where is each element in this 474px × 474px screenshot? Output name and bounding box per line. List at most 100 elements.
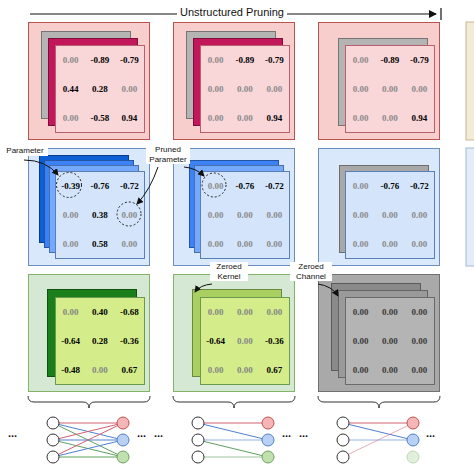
weight-value: 0.58 [85, 229, 114, 258]
next-panel [466, 22, 474, 140]
weight-value: 0.00 [375, 103, 404, 132]
weight-value: 0.00 [405, 298, 434, 327]
ellipsis: ... [137, 427, 146, 439]
weight-value: 0.00 [375, 327, 404, 356]
kernel-panel: -0.39-0.76-0.720.000.380.000.000.580.00 [28, 148, 150, 266]
weight-value: 0.00 [230, 355, 259, 384]
weight-value: 0.00 [346, 103, 375, 132]
weight-value: -0.79 [405, 46, 434, 75]
weight-value: -0.89 [230, 46, 259, 75]
callout-label: Zeroed Channel [290, 262, 332, 281]
weight-value: -0.36 [260, 327, 289, 356]
weight-value: 0.00 [375, 75, 404, 104]
weight-value: 0.00 [85, 355, 114, 384]
weight-value: -0.64 [56, 327, 85, 356]
weight-value: 0.00 [230, 298, 259, 327]
weight-value: 0.67 [260, 355, 289, 384]
weight-value: -0.89 [85, 46, 114, 75]
weight-value: 0.00 [346, 46, 375, 75]
weight-value: -0.72 [405, 172, 434, 201]
weight-value: 0.00 [405, 75, 434, 104]
weight-value: 0.00 [56, 46, 85, 75]
weight-value: 0.94 [115, 103, 144, 132]
weight-value: 0.40 [85, 298, 114, 327]
ellipsis: ... [299, 427, 308, 439]
weight-value: -0.68 [115, 298, 144, 327]
weight-value: 0.00 [201, 355, 230, 384]
callout-label: Zeroed Kernel [210, 262, 248, 281]
kernel-matrix: 0.00-0.76-0.720.000.000.000.000.000.00 [345, 171, 435, 259]
weight-value: -0.79 [115, 46, 144, 75]
weight-value: 0.00 [375, 298, 404, 327]
weight-value: 0.00 [375, 229, 404, 258]
weight-value: -0.64 [201, 327, 230, 356]
weight-value: -0.58 [85, 103, 114, 132]
weight-value: -0.36 [115, 327, 144, 356]
weight-value: 0.94 [405, 103, 434, 132]
weight-value: 0.00 [260, 75, 289, 104]
weight-value: -0.72 [115, 172, 144, 201]
weight-value: 0.00 [405, 355, 434, 384]
weight-value: -0.76 [85, 172, 114, 201]
kernel-panel: 0.00-0.89-0.790.440.280.000.00-0.580.94 [28, 22, 150, 140]
weight-value: 0.00 [56, 103, 85, 132]
weight-value: 0.00 [201, 46, 230, 75]
kernel-matrix: 0.000.000.00-0.640.00-0.360.000.000.67 [200, 297, 290, 385]
weight-value: 0.38 [85, 201, 114, 230]
kernel-matrix: 0.000.000.000.000.000.000.000.000.00 [345, 297, 435, 385]
weight-value: 0.00 [115, 201, 144, 230]
weight-value: 0.00 [260, 201, 289, 230]
weight-value: -0.72 [260, 172, 289, 201]
weight-value: 0.00 [56, 298, 85, 327]
section-title: Unstructured Pruning [177, 6, 287, 18]
ellipsis: ... [154, 427, 163, 439]
leader-line [318, 284, 338, 296]
weight-value: 0.00 [56, 229, 85, 258]
weight-value: -0.89 [375, 46, 404, 75]
kernel-panel: 0.000.000.00-0.640.00-0.360.000.000.67 [173, 274, 295, 392]
network [337, 417, 419, 463]
kernel-matrix: 0.00-0.76-0.720.000.000.000.000.000.00 [200, 171, 290, 259]
kernel-panel: 0.00-0.89-0.790.000.000.000.000.000.94 [173, 22, 295, 140]
kernel-matrix: 0.00-0.89-0.790.000.000.000.000.000.94 [200, 45, 290, 133]
weight-value: 0.00 [230, 201, 259, 230]
weight-value: 0.00 [260, 229, 289, 258]
kernel-panel: 0.00-0.76-0.720.000.000.000.000.000.00 [318, 148, 440, 266]
weight-value: 0.00 [230, 75, 259, 104]
kernel-matrix: 0.00-0.89-0.790.000.000.000.000.000.94 [345, 45, 435, 133]
weight-value: 0.00 [346, 355, 375, 384]
weight-value: -0.79 [260, 46, 289, 75]
weight-value: -0.39 [56, 172, 85, 201]
pruned-marker [57, 173, 82, 198]
weight-value: 0.00 [201, 298, 230, 327]
weight-value: 0.28 [85, 75, 114, 104]
leader-line [184, 167, 204, 176]
weight-value: 0.00 [201, 75, 230, 104]
weight-value: 0.00 [115, 229, 144, 258]
pruned-marker [202, 173, 226, 197]
weight-value: 0.00 [230, 229, 259, 258]
ellipsis: ... [282, 427, 291, 439]
weight-value: 0.00 [201, 201, 230, 230]
callout-label: Parameter [2, 146, 48, 156]
weight-value: -0.48 [56, 355, 85, 384]
leader-line [24, 160, 58, 175]
kernel-matrix: 0.00-0.89-0.790.440.280.000.00-0.580.94 [55, 45, 145, 133]
kernel-matrix: 0.000.40-0.68-0.640.28-0.36-0.480.000.67 [55, 297, 145, 385]
ellipsis: ... [426, 427, 435, 439]
weight-value: 0.00 [375, 355, 404, 384]
brace [28, 396, 440, 408]
weight-value: 0.44 [56, 75, 85, 104]
weight-value: 0.00 [201, 103, 230, 132]
weight-value: -0.76 [375, 172, 404, 201]
weight-value: 0.00 [260, 298, 289, 327]
weight-value: 0.00 [346, 229, 375, 258]
kernel-panel: 0.00-0.89-0.790.000.000.000.000.000.94 [318, 22, 440, 140]
network [192, 417, 274, 463]
progress-tick [440, 8, 441, 20]
kernel-panel: 0.00-0.76-0.720.000.000.000.000.000.00 [173, 148, 295, 266]
next-panel [466, 148, 474, 266]
weight-value: 0.00 [405, 327, 434, 356]
weight-value: 0.00 [230, 103, 259, 132]
